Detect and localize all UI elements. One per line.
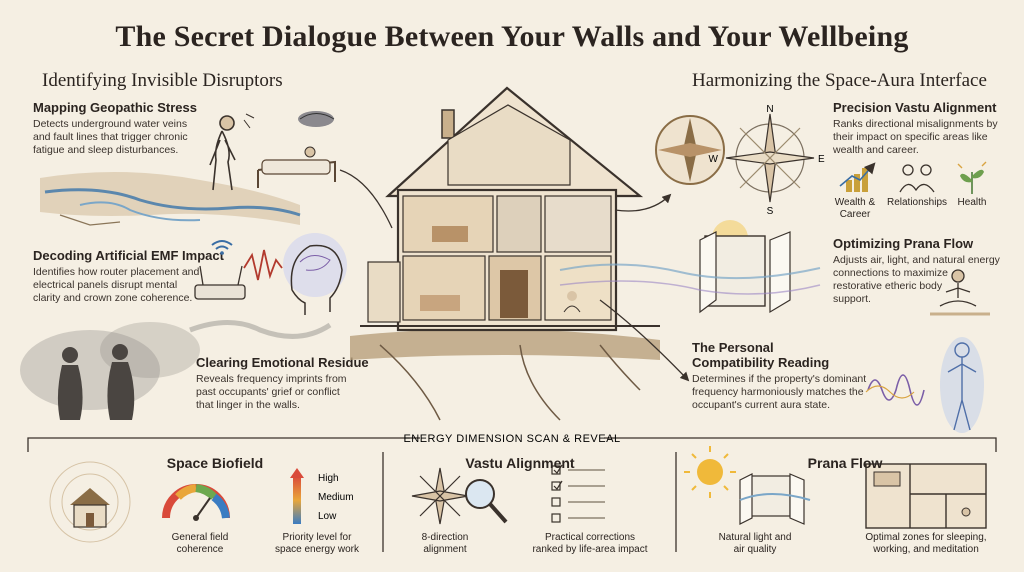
item-title: Precision Vastu Alignment [833, 100, 997, 115]
caption-line: working, and meditation [873, 544, 979, 555]
compass-rose-icon [655, 115, 725, 185]
tired-person-icon [209, 113, 255, 191]
item-body-line: clarity and crown zone coherence. [33, 292, 193, 304]
meditating-person-icon [930, 269, 990, 316]
priority-level-medium: Medium [318, 492, 354, 503]
caption-line: space energy work [275, 544, 359, 555]
priority-level-high: High [318, 473, 339, 484]
item-body-line: Reveals frequency imprints from [196, 373, 347, 385]
compass-letter-n: N [766, 104, 773, 115]
connector-arrows [339, 169, 690, 382]
panel-title-prana-flow: Prana Flow [807, 455, 883, 471]
compass-letter-w: W [709, 154, 719, 165]
vastu-label-health: Health [957, 197, 987, 208]
health-plant-icon [957, 161, 987, 194]
emf-head-illustration [243, 233, 347, 315]
item-body-line: and fault lines that trigger chronic [33, 131, 188, 143]
house-biofield-icon [49, 461, 131, 543]
caption-line: ranked by life-area impact [532, 544, 648, 555]
compass-letter-s: S [767, 206, 774, 217]
item-emf-impact: Decoding Artificial EMF Impact Identifie… [33, 248, 243, 305]
item-body-line: electrical panels disrupt mental [33, 279, 178, 291]
caption-line: Practical corrections [544, 532, 636, 543]
item-body-line: their impact on specific areas like [833, 131, 988, 143]
item-body-line: restorative etheric body [833, 280, 943, 292]
item-body-line: past occupants' grief or conflict [196, 386, 340, 398]
item-body-line: Ranks directional misalignments by [833, 118, 998, 130]
item-title: Decoding Artificial EMF Impact [33, 248, 224, 263]
item-body-line: Adjusts air, light, and natural energy [833, 254, 1000, 266]
item-title: Clearing Emotional Residue [196, 355, 369, 370]
left-section-heading: Identifying Invisible Disruptors [42, 70, 283, 91]
caption-line: coherence [176, 544, 224, 555]
vastu-label-line: Wealth & [834, 197, 876, 208]
scan-frame [27, 437, 997, 552]
compass-letter-e: E [818, 154, 825, 165]
open-window-illustration [559, 220, 821, 314]
geopathic-terrain-illustration [40, 171, 301, 226]
panel-title-vastu-alignment: Vastu Alignment [465, 455, 575, 471]
item-body-line: Detects underground water veins [33, 118, 188, 130]
scan-label: ENERGY DIMENSION SCAN & REVEAL [403, 433, 620, 445]
wealth-career-icon [839, 162, 876, 192]
caption-priority-level: Priority level for space energy work [262, 532, 372, 556]
item-body-line: Identifies how router placement and [33, 266, 200, 278]
vastu-label-line: Career [839, 209, 871, 220]
caption-practical-corrections: Practical corrections ranked by life-are… [515, 532, 665, 556]
item-vastu-alignment: Precision Vastu Alignment Ranks directio… [833, 100, 1023, 157]
sun-icon [684, 446, 736, 498]
star-compass-icon [725, 113, 815, 203]
caption-optimal-zones: Optimal zones for sleeping, working, and… [848, 532, 1004, 556]
caption-direction-alignment: 8-direction alignment [395, 532, 495, 556]
router-icon [194, 240, 246, 300]
item-body-line: Determines if the property's dominant [692, 373, 867, 385]
panel-title-space-biofield: Space Biofield [166, 455, 264, 471]
caption-line: air quality [733, 544, 777, 555]
checklist-icon [551, 464, 605, 523]
caption-light-air: Natural light and air quality [700, 532, 810, 556]
caption-line: alignment [423, 544, 467, 555]
item-prana-flow: Optimizing Prana Flow Adjusts air, light… [833, 236, 1023, 306]
caption-line: Priority level for [282, 532, 352, 543]
priority-level-low: Low [318, 511, 337, 522]
direction-star-icon [411, 467, 469, 525]
coherence-gauge-icon [162, 484, 230, 521]
air-window-icon [739, 473, 811, 525]
item-title: Optimizing Prana Flow [833, 236, 974, 251]
item-title-line: Compatibility Reading [692, 355, 830, 370]
house-cross-section-illustration [350, 86, 660, 421]
item-emotional-residue: Clearing Emotional Residue Reveals frequ… [196, 355, 386, 412]
item-title-line: The Personal [692, 340, 774, 355]
floor-plan-icon [865, 463, 987, 529]
item-title: Mapping Geopathic Stress [33, 100, 197, 115]
caption-field-coherence: General field coherence [150, 532, 250, 556]
bed-icon [257, 111, 336, 188]
item-body-line: support. [833, 293, 871, 305]
item-compatibility-reading: The Personal Compatibility Reading Deter… [692, 340, 892, 412]
item-body-line: connections to maximize [833, 267, 948, 279]
item-body-line: occupant's current aura state. [692, 399, 830, 411]
page-title: The Secret Dialogue Between Your Walls a… [115, 20, 909, 53]
vastu-label-relationships: Relationships [886, 197, 948, 208]
vastu-label-wealth: Wealth & Career [826, 197, 884, 221]
magnifier-icon [465, 479, 508, 524]
caption-line: General field [171, 532, 229, 543]
right-section-heading: Harmonizing the Space-Aura Interface [692, 70, 987, 91]
caption-line: Natural light and [718, 532, 792, 543]
priority-scale-icon [290, 468, 304, 524]
item-body-line: that linger in the walls. [196, 399, 300, 411]
item-body-line: frequency harmoniously matches the [692, 386, 864, 398]
conflict-figures-illustration [20, 320, 332, 420]
caption-line: 8-direction [421, 532, 469, 543]
caption-line: Optimal zones for sleeping, [865, 532, 987, 543]
item-body-line: fatigue and sleep disturbances. [33, 144, 179, 156]
item-geopathic-stress: Mapping Geopathic Stress Detects undergr… [33, 100, 233, 157]
frequency-wave-illustration [865, 337, 984, 433]
relationships-icon [899, 164, 935, 193]
item-body-line: wealth and career. [833, 144, 919, 156]
